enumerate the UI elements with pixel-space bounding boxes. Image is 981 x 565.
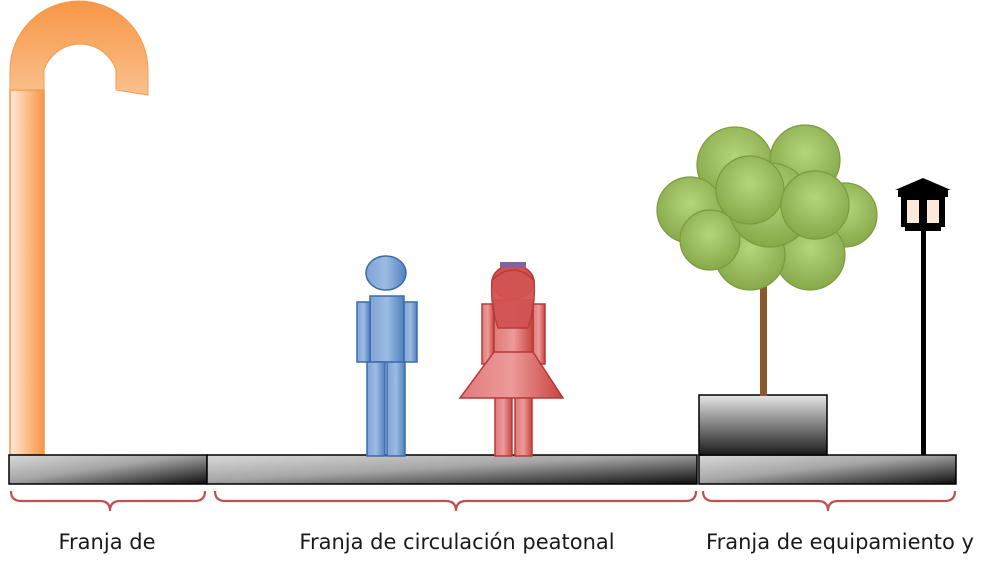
label-left-zone: Franja de <box>58 530 156 554</box>
slab-left <box>8 454 208 485</box>
brace-left <box>9 490 207 512</box>
ground-slabs <box>8 454 957 485</box>
street-lamp-icon <box>895 178 951 455</box>
arched-post-icon <box>9 0 149 456</box>
zone-braces <box>9 490 957 512</box>
label-middle-zone: Franja de circulación peatonal <box>299 530 615 554</box>
planter-box-icon <box>698 394 828 456</box>
slab-middle <box>206 454 698 485</box>
slab-right <box>698 454 957 485</box>
man-figure-icon <box>356 255 418 457</box>
brace-right <box>701 490 957 512</box>
tree-icon <box>656 124 878 396</box>
woman-figure-icon <box>458 262 565 457</box>
label-right-zone: Franja de equipamiento y <box>706 530 974 554</box>
brace-middle <box>213 490 698 512</box>
